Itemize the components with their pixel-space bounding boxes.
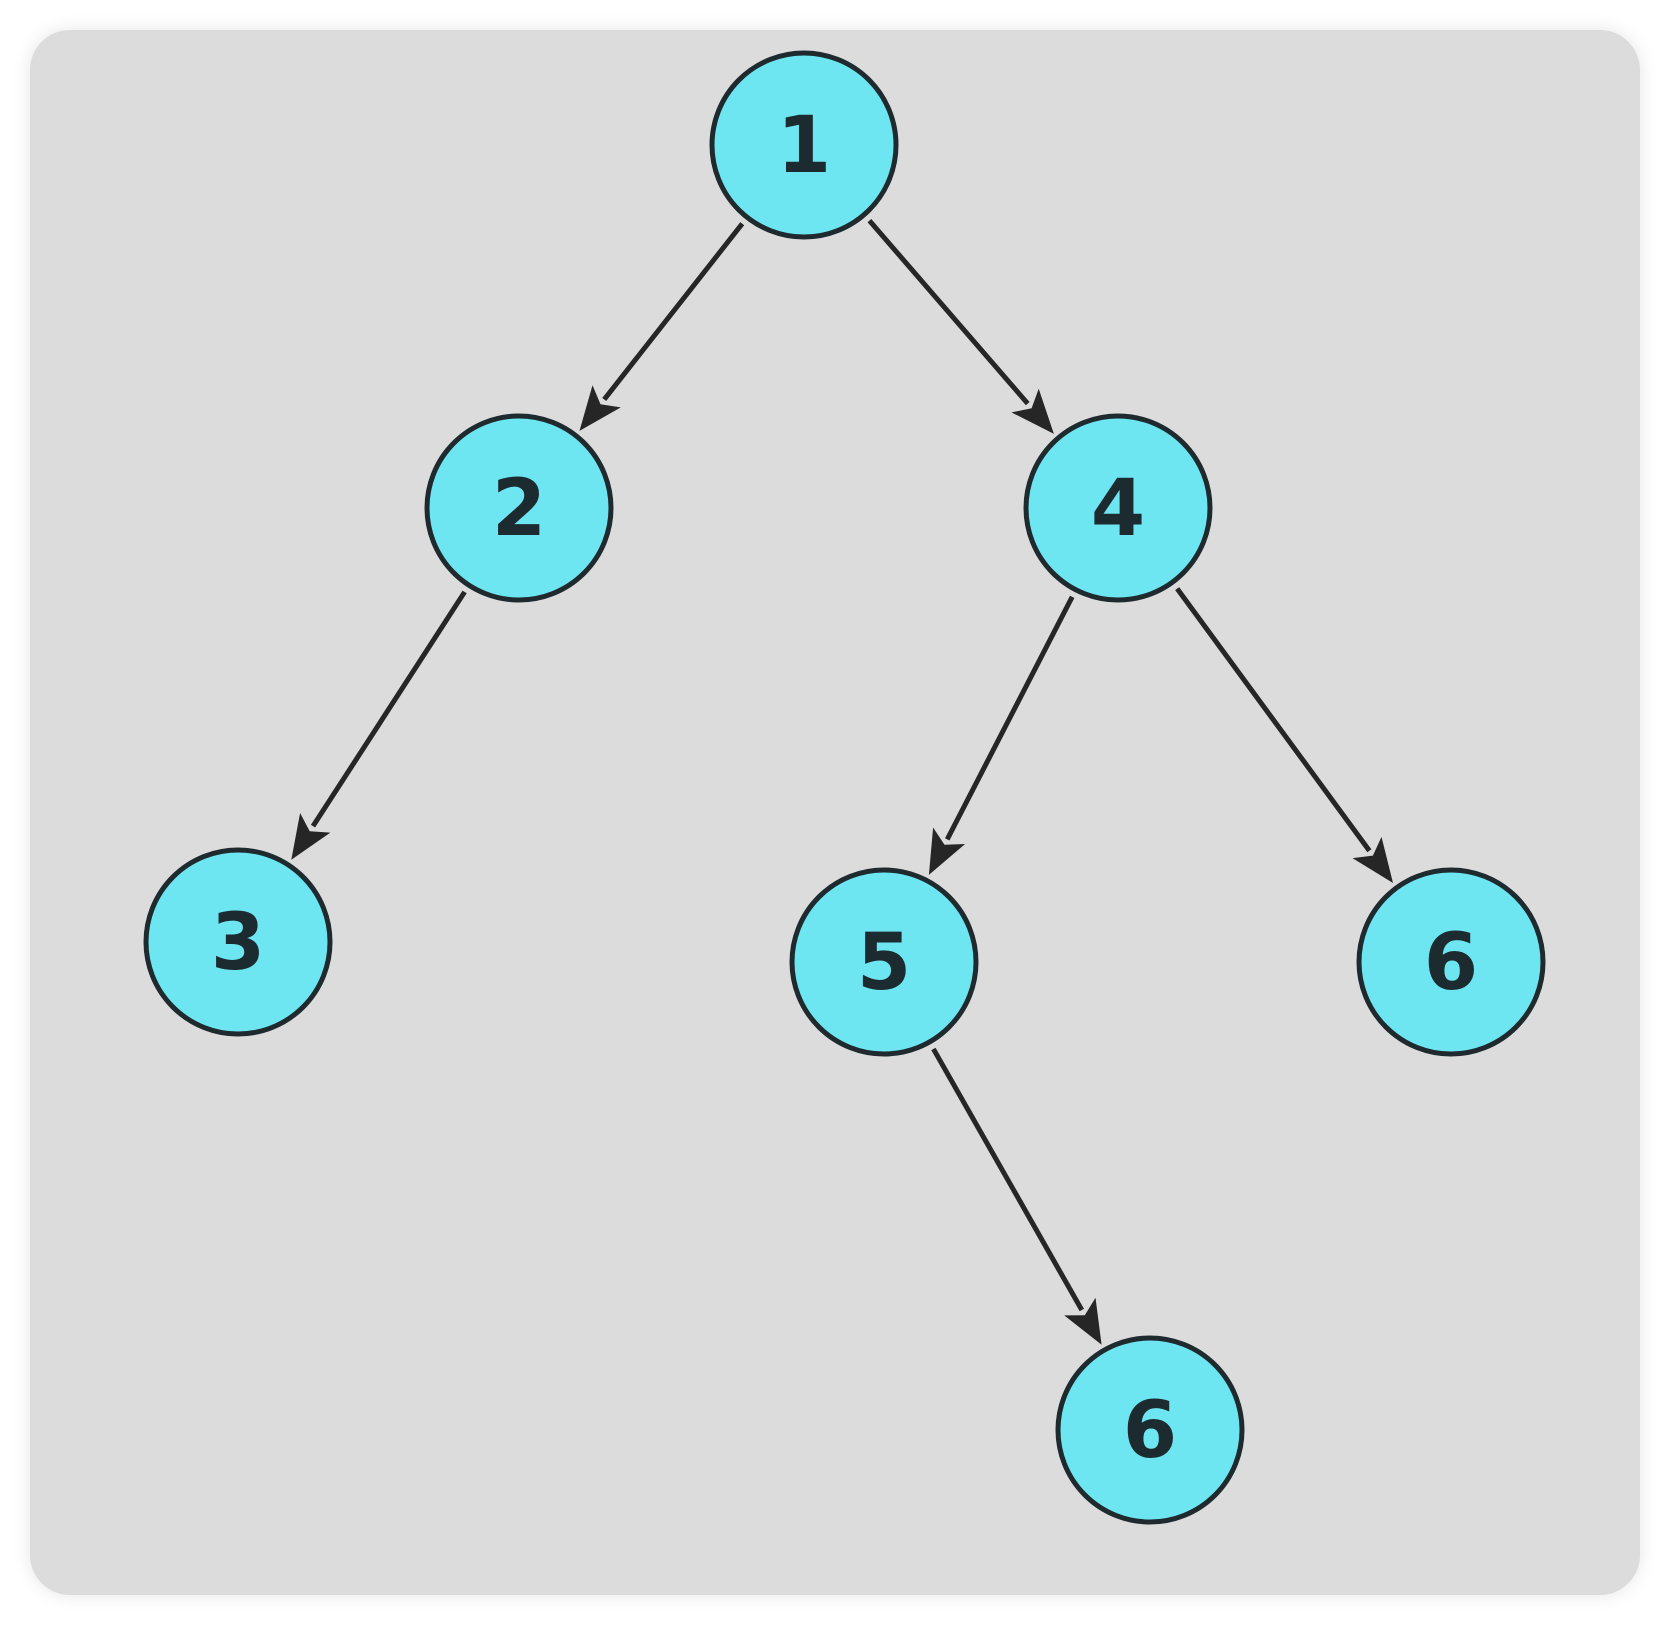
node-label: 2 xyxy=(492,464,546,554)
tree-node-n3: 3 xyxy=(143,847,333,1037)
edges-layer xyxy=(291,218,1393,1345)
node-circle xyxy=(789,867,979,1057)
arrowhead-n5-n6b xyxy=(1064,1297,1102,1345)
tree-node-n2: 2 xyxy=(424,413,614,603)
node-circle xyxy=(1356,867,1546,1057)
node-label: 6 xyxy=(1123,1386,1177,1476)
tree-node-n5: 5 xyxy=(789,867,979,1057)
node-circle xyxy=(424,413,614,603)
arrowhead-n1-n4 xyxy=(1011,388,1054,434)
nodes-layer: 1 2 3 4 5 6 6 xyxy=(143,50,1546,1525)
diagram-panel xyxy=(30,30,1640,1595)
edge-n4-n6a xyxy=(1175,587,1372,853)
arrowhead-n4-n6a xyxy=(1352,836,1393,883)
edge-n5-n6b xyxy=(931,1047,1084,1312)
edge-n1-n2 xyxy=(602,222,745,402)
edge-n4-n5 xyxy=(945,595,1075,841)
node-label: 4 xyxy=(1091,464,1145,554)
arrowhead-n4-n5 xyxy=(928,827,966,875)
node-label: 5 xyxy=(857,918,911,1008)
node-label: 1 xyxy=(777,101,831,191)
node-label: 6 xyxy=(1424,918,1478,1008)
node-circle xyxy=(1023,413,1213,603)
arrowhead-n1-n2 xyxy=(579,385,621,431)
tree-node-n4: 4 xyxy=(1023,413,1213,603)
tree-node-n1: 1 xyxy=(709,50,899,240)
node-circle xyxy=(709,50,899,240)
edge-n2-n3 xyxy=(310,590,467,828)
edge-n1-n4 xyxy=(867,218,1030,406)
node-circle xyxy=(1055,1335,1245,1525)
arrowhead-n2-n3 xyxy=(291,813,331,860)
node-label: 3 xyxy=(211,898,265,988)
tree-node-n6a: 6 xyxy=(1356,867,1546,1057)
tree-node-n6b: 6 xyxy=(1055,1335,1245,1525)
node-circle xyxy=(143,847,333,1037)
